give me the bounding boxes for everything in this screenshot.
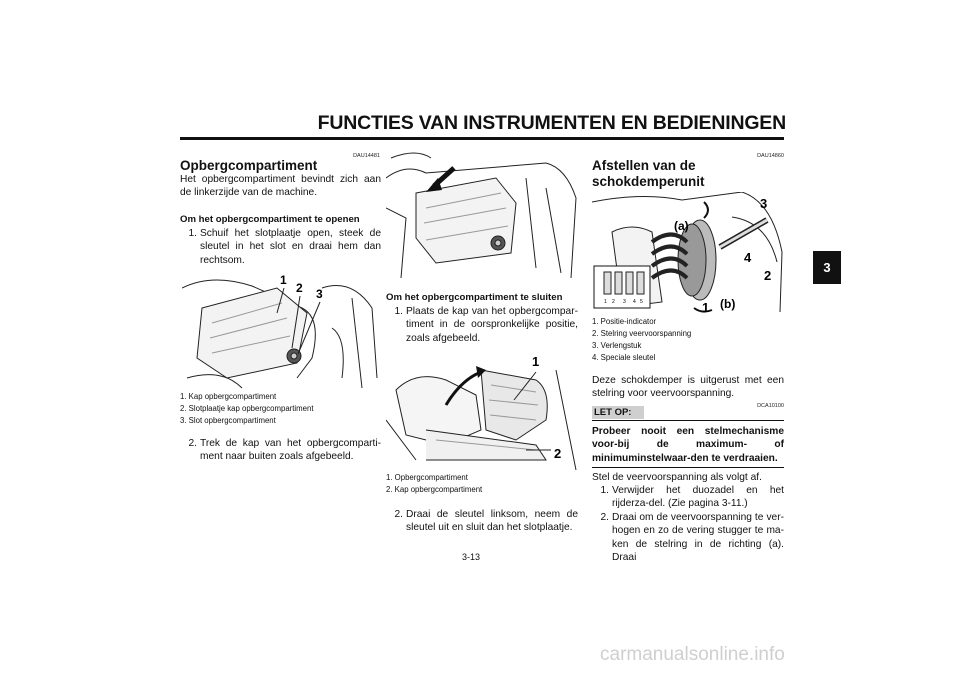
caption-1: 1. Positie-indicator: [592, 317, 657, 326]
svg-text:2: 2: [612, 299, 615, 305]
step-text: Verwijder het duozadel en het rijderza-d…: [612, 485, 784, 510]
close-step-1: 1. Plaats de kap van het opbergcompar-ti…: [386, 305, 579, 345]
header-rule: [180, 137, 784, 140]
step-number: 1.: [188, 228, 198, 239]
open-step-1: 1. Schuif het slotplaatje open, steek de…: [180, 227, 382, 267]
callout-1: 1: [532, 354, 539, 369]
step-number: 2.: [188, 438, 198, 449]
watermark: carmanualsonline.info: [600, 644, 785, 665]
storage-compartment: [480, 369, 548, 441]
step-text: Plaats de kap van het opbergcompar-timen…: [406, 306, 578, 344]
steps-intro: Stel de veervoorspanning als volgt af.: [592, 472, 762, 483]
figure-storage-compartment-open: 1 2 3: [182, 273, 378, 389]
step-number: 1.: [394, 306, 404, 317]
step-text: Trek de kap van het opbergcomparti-ment …: [200, 438, 381, 463]
caption-2: 2. Kap opbergcompartiment: [386, 485, 483, 494]
notice-text: Probeer nooit een stelmechanisme voor-bi…: [592, 426, 784, 464]
notice-bottom-rule: [592, 467, 784, 468]
shock-body-text: Deze schokdemper is uitgerust met een st…: [592, 375, 784, 400]
notice-top-rule: [592, 420, 784, 421]
caption-2: 2. Slotplaatje kap opbergcompartiment: [180, 404, 314, 413]
callout-2: 2: [296, 281, 303, 295]
callout-4: 4: [744, 250, 752, 265]
figure-compartment-open-view: 1 2: [386, 354, 577, 470]
svg-text:3: 3: [623, 299, 626, 305]
caption-3: 3. Verlengstuk: [592, 341, 642, 350]
step-number: 2.: [394, 509, 404, 520]
open-step-2: 2. Trek de kap van het opbergcomparti-me…: [180, 437, 382, 464]
svg-text:1: 1: [604, 299, 607, 305]
page-number: 3-13: [462, 552, 481, 562]
callout-3: 3: [760, 196, 767, 211]
notice-code: DCA10100: [757, 403, 784, 409]
caption-list-middle: 1. Opbergcompartiment 2. Kap opbergcompa…: [386, 472, 482, 496]
step-number: 2.: [600, 512, 610, 523]
caption-4: 4. Speciale sleutel: [592, 353, 656, 362]
step-number: 1.: [600, 485, 610, 496]
callout-2: 2: [554, 446, 561, 461]
step-text: Draai de sleutel linksom, neem de sleute…: [406, 509, 578, 534]
caption-1: 1. Kap opbergcompartiment: [180, 392, 277, 401]
label-a: (a): [674, 219, 689, 233]
page-header-title: FUNCTIES VAN INSTRUMENTEN EN BEDIENINGEN: [317, 112, 787, 134]
section-title-opbergcompartiment: Opbergcompartiment: [180, 158, 318, 173]
callout-1: 1: [702, 300, 709, 314]
section-code: DAU14860: [757, 153, 784, 159]
caption-list-left: 1. Kap opbergcompartiment 2. Slotplaatje…: [180, 391, 314, 427]
caption-1: 1. Opbergcompartiment: [386, 473, 468, 482]
caption-3: 3. Slot opbergcompartiment: [180, 416, 276, 425]
callout-3: 3: [316, 287, 323, 301]
arrow-a-icon: [703, 201, 709, 219]
callout-2: 2: [764, 268, 771, 283]
svg-text:4: 4: [633, 299, 636, 305]
figure-shock-absorber: 1 2 3 4 5 3 4 2 1 (a) (b): [592, 192, 783, 314]
caption-list-right: 1. Positie-indicator 2. Stelring veervoo…: [592, 316, 691, 364]
close-step-2: 2. Draai de sleutel linksom, neem de sle…: [386, 508, 579, 535]
adjust-step-2: 2. Draai om de veervoorspanning te ver-h…: [592, 511, 785, 565]
intro-text: Het opbergcompartiment bevindt zich aan …: [180, 174, 381, 199]
section-code: DAU14481: [353, 153, 380, 159]
label-b: (b): [720, 297, 735, 311]
caption-2: 2. Stelring veervoorspanning: [592, 329, 692, 338]
chapter-tab: 3: [813, 251, 841, 284]
compartment-cover: [196, 287, 308, 379]
spring-preload-ring: [650, 219, 717, 301]
special-wrench-icon: [718, 217, 769, 250]
figure-compartment-close: [386, 152, 577, 279]
arrow-b-icon: [693, 307, 713, 313]
step-text: Draai om de veervoorspanning te ver-hoge…: [612, 512, 784, 564]
open-heading: Om het opbergcompartiment te openen: [180, 214, 360, 225]
close-heading: Om het opbergcompartiment te sluiten: [386, 292, 563, 303]
adjust-step-1: 1. Verwijder het duozadel en het rijderz…: [592, 484, 785, 511]
title-line-1: Afstellen van de: [592, 158, 696, 173]
section-title-schokdemper: Afstellen van de schokdemperunit: [592, 158, 705, 190]
step-text: Schuif het slotplaatje open, steek de sl…: [200, 228, 381, 266]
callout-1: 1: [280, 273, 287, 287]
svg-text:5: 5: [640, 299, 643, 305]
title-line-2: schokdemperunit: [592, 174, 705, 189]
notice-label: LET OP:: [592, 406, 644, 419]
